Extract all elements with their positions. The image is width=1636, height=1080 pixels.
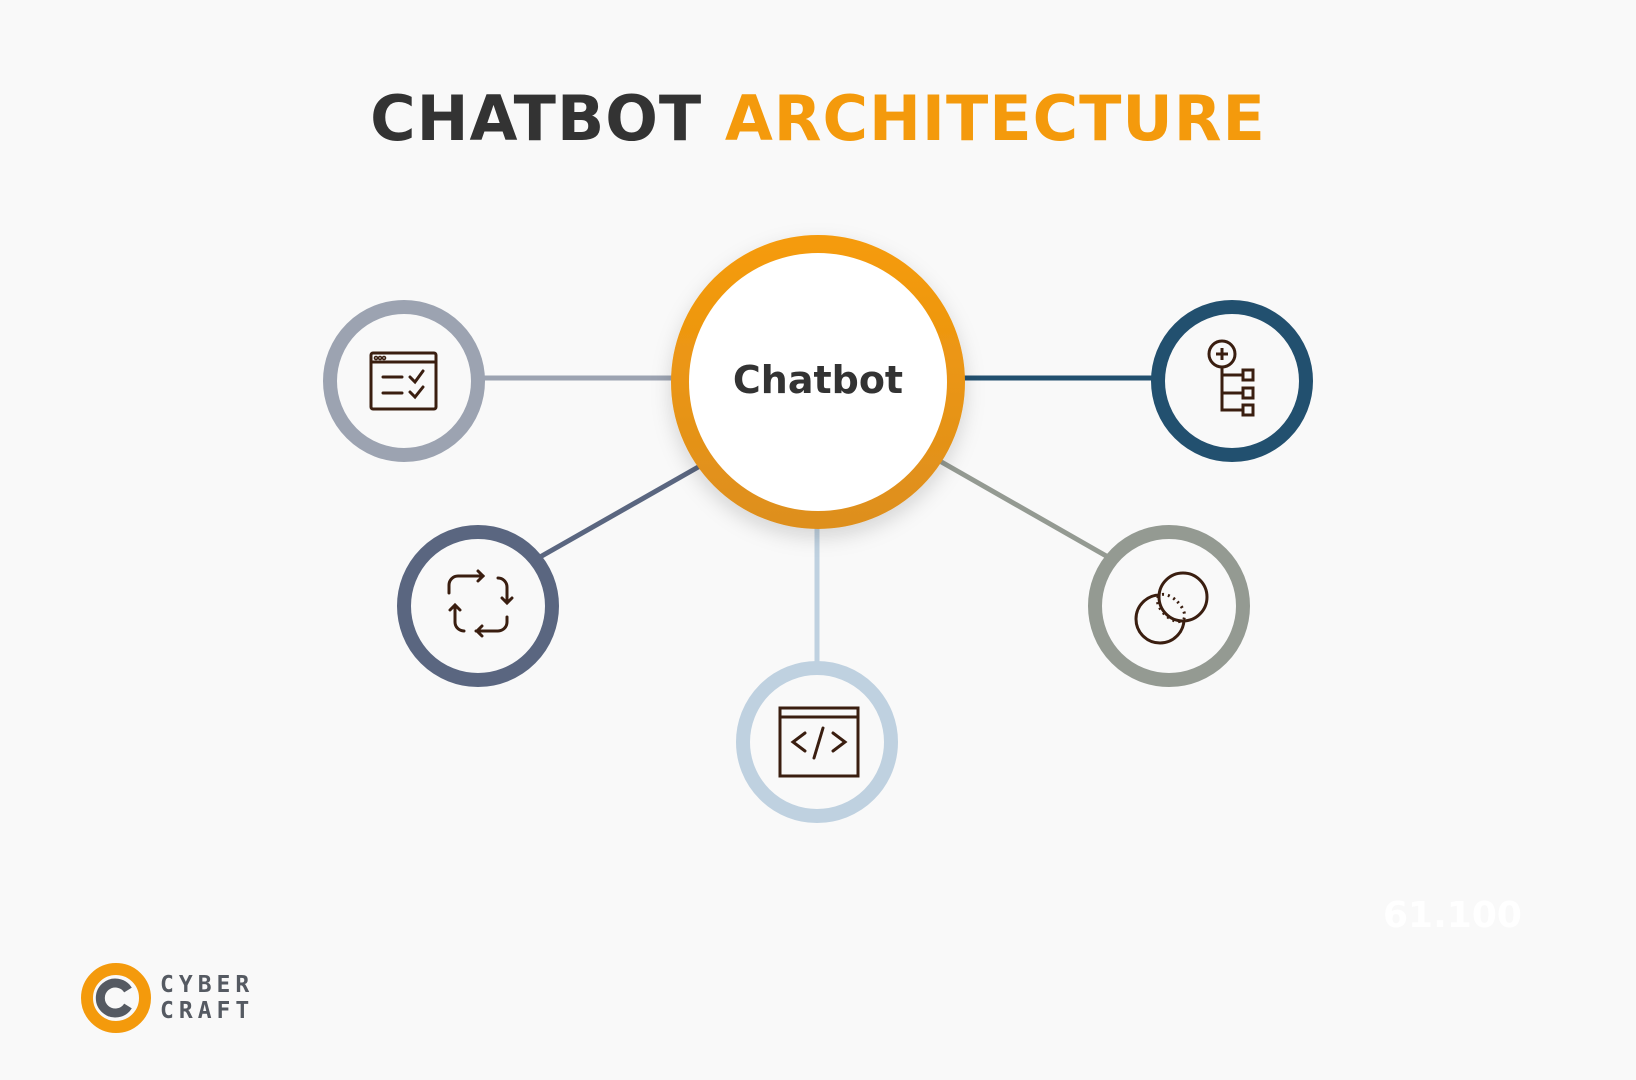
chatbot-center-node bbox=[671, 235, 965, 529]
connector-bottom-right bbox=[936, 457, 1110, 560]
code-window-icon bbox=[778, 706, 860, 778]
cycle-arrows-icon bbox=[447, 569, 514, 638]
cybercraft-logo: CYBER CRAFT bbox=[80, 962, 280, 1034]
browser-checklist-icon bbox=[369, 351, 438, 411]
node-bottom-left bbox=[397, 525, 559, 687]
hierarchy-add-icon bbox=[1207, 339, 1255, 417]
watermark-number: 61.100 bbox=[1383, 895, 1522, 936]
node-bottom-right bbox=[1088, 525, 1250, 687]
title-part-dark: CHATBOT bbox=[370, 82, 703, 155]
logo-text-line1: CYBER bbox=[160, 972, 255, 998]
logo-mark-icon bbox=[81, 963, 151, 1033]
page-title: CHATBOT ARCHITECTURE bbox=[0, 82, 1636, 155]
logo-text-line2: CRAFT bbox=[160, 998, 255, 1024]
center-node-label: Chatbot bbox=[732, 358, 904, 402]
title-part-accent: ARCHITECTURE bbox=[724, 82, 1266, 155]
connector-bottom-left bbox=[538, 463, 702, 560]
node-top-right bbox=[1151, 300, 1313, 462]
node-top-left bbox=[323, 300, 485, 462]
node-bottom bbox=[736, 661, 898, 823]
overlapping-circles-icon bbox=[1134, 571, 1209, 645]
